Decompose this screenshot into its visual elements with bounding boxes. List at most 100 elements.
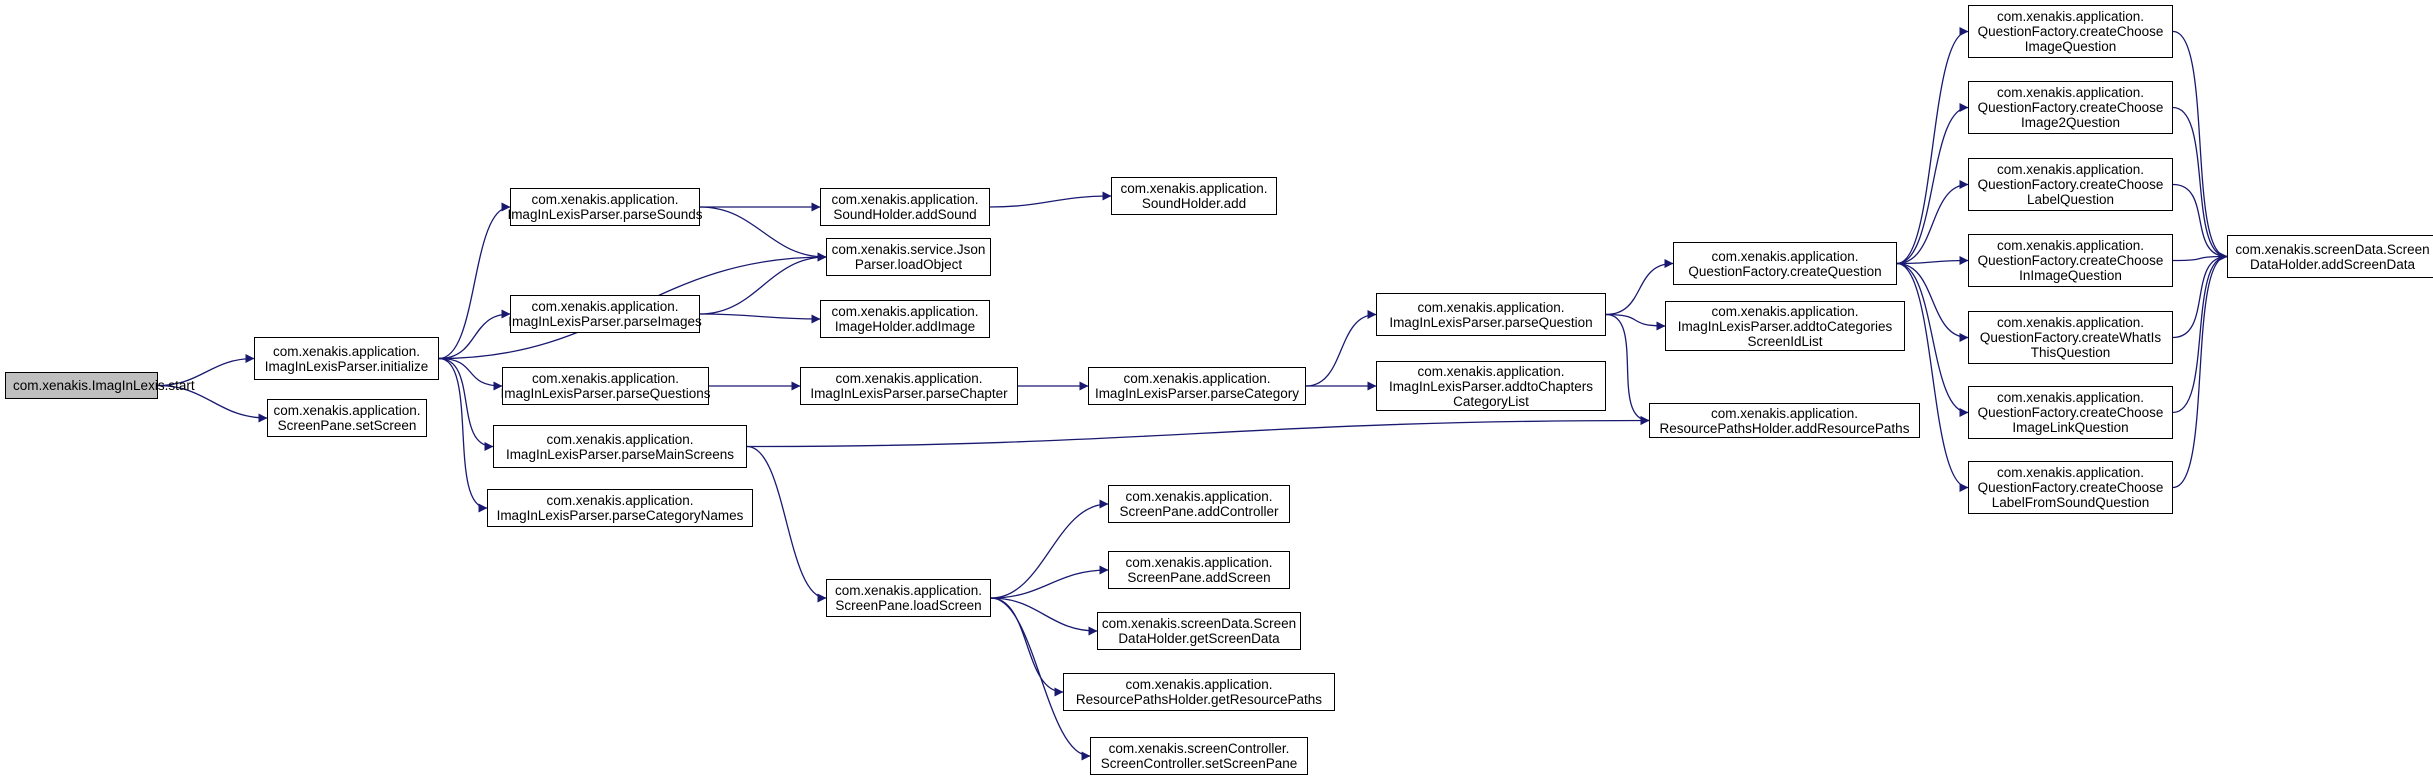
node-pquestion[interactable]: com.xenakis.application.ImagInLexisParse… — [1376, 293, 1606, 336]
node-label-line: com.xenakis.screenData.Screen — [2235, 241, 2430, 257]
edge-cclfs-to-addscreendata — [2172, 252, 2228, 489]
node-label-line: com.xenakis.screenData.Screen — [1101, 616, 1297, 631]
edge-root-to-setscreen — [157, 384, 268, 423]
node-label-line: com.xenakis.application. — [1120, 181, 1268, 196]
node-label-line: QuestionFactory.createChoose — [1977, 253, 2164, 268]
node-label-line: com.xenakis.application. — [531, 192, 679, 207]
node-addscreen[interactable]: com.xenakis.application.ScreenPane.addSc… — [1108, 551, 1290, 589]
node-label-line: com.xenakis.application. — [1711, 248, 1859, 264]
node-label-line: ImagInLexisParser.parseChapter — [810, 386, 1008, 401]
node-addrespaths[interactable]: com.xenakis.application.ResourcePathsHol… — [1649, 403, 1920, 438]
node-label-line: ImagInLexisParser.parseMainScreens — [505, 446, 735, 462]
node-pcatnames[interactable]: com.xenakis.application.ImagInLexisParse… — [487, 489, 753, 527]
edge-pquestion-to-addrespaths — [1605, 313, 1650, 425]
edge-ccl-to-addscreendata — [2172, 183, 2228, 261]
node-label-line: ImageQuestion — [2024, 39, 2117, 54]
node-root[interactable]: com.xenakis.ImagInLexis.start — [5, 372, 195, 399]
node-label-line: com.xenakis.service.Json — [831, 242, 986, 257]
node-label-line: ImagInLexisParser.parseCategory — [1094, 386, 1300, 401]
node-label-line: ImagInLexisParser.initialize — [264, 358, 429, 374]
edge-pimages-to-addimage — [699, 313, 821, 324]
node-pchapter[interactable]: com.xenakis.application.ImagInLexisParse… — [800, 367, 1018, 405]
node-addimage[interactable]: com.xenakis.application.ImageHolder.addI… — [820, 300, 990, 338]
node-loadscreen[interactable]: com.xenakis.application.ScreenPane.loadS… — [826, 579, 991, 617]
node-label-line: com.xenakis.application. — [1996, 9, 2145, 24]
node-label-line: ScreenController.setScreenPane — [1100, 756, 1298, 771]
edge-ccii-to-addscreendata — [2172, 252, 2228, 262]
node-label-line: ScreenPane.addScreen — [1127, 570, 1271, 585]
node-label-line: QuestionFactory.createWhatIs — [1979, 330, 2162, 345]
node-ccl[interactable]: com.xenakis.application.QuestionFactory.… — [1968, 158, 2173, 211]
edge-loadscreen-to-addcontroller — [990, 499, 1109, 599]
node-label-line: com.xenakis.application. — [1711, 303, 1859, 319]
node-label-line: QuestionFactory.createChoose — [1977, 405, 2164, 420]
node-addsound[interactable]: com.xenakis.application.SoundHolder.addS… — [820, 188, 990, 226]
edge-pcategory-to-pquestion — [1305, 310, 1377, 387]
node-label-line: ScreenPane.setScreen — [277, 418, 417, 433]
node-setscreen[interactable]: com.xenakis.application.ScreenPane.setSc… — [267, 399, 427, 437]
edge-pquestion-to-addtocategories — [1605, 313, 1666, 331]
edge-pmain-to-loadscreen — [746, 445, 827, 603]
node-label-line: CategoryList — [1453, 393, 1529, 409]
node-label-line: com.xenakis.application. — [1996, 390, 2145, 405]
node-label-line: com.xenakis.application. — [1125, 489, 1273, 504]
node-cwit[interactable]: com.xenakis.application.QuestionFactory.… — [1968, 311, 2173, 364]
node-pimages[interactable]: com.xenakis.application.ImagInLexisParse… — [508, 295, 702, 333]
node-soundadd[interactable]: com.xenakis.application.SoundHolder.add — [1111, 177, 1277, 215]
node-label-line: com.xenakis.application. — [546, 493, 694, 508]
edge-init-to-psounds — [438, 202, 511, 360]
node-label-line: QuestionFactory.createChoose — [1977, 177, 2164, 192]
node-createq[interactable]: com.xenakis.application.QuestionFactory.… — [1673, 242, 1897, 285]
node-label-line: com.xenakis.application. — [1125, 555, 1273, 570]
edge-ccil-to-addscreendata — [2172, 252, 2228, 414]
edge-loadscreen-to-getscreendata — [990, 597, 1098, 636]
node-label-line: QuestionFactory.createQuestion — [1688, 263, 1882, 279]
node-init[interactable]: com.xenakis.application.ImagInLexisParse… — [254, 337, 439, 380]
node-label-line: ImagInLexisParser.parseQuestions — [500, 386, 711, 401]
edge-init-to-pcatnames — [438, 357, 488, 513]
edge-cci2-to-addscreendata — [2172, 106, 2228, 261]
node-label-line: com.xenakis.application. — [1996, 465, 2145, 480]
edge-addsound-to-soundadd — [989, 191, 1112, 208]
node-pquestions[interactable]: com.xenakis.application.ImagInLexisParse… — [500, 367, 711, 405]
node-addtochapters[interactable]: com.xenakis.application.ImagInLexisParse… — [1376, 361, 1606, 411]
node-psounds[interactable]: com.xenakis.application.ImagInLexisParse… — [507, 188, 703, 226]
node-pcategory[interactable]: com.xenakis.application.ImagInLexisParse… — [1088, 367, 1306, 405]
node-label-line: Parser.loadObject — [854, 257, 963, 272]
node-label-line: LabelFromSoundQuestion — [1991, 495, 2150, 510]
edge-init-to-pmain — [438, 357, 494, 451]
node-label-line: ScreenIdList — [1747, 333, 1823, 349]
node-ccii[interactable]: com.xenakis.application.QuestionFactory.… — [1968, 234, 2173, 287]
node-label-line: ImagInLexisParser.addtoChapters — [1388, 378, 1594, 394]
edge-cwit-to-addscreendata — [2172, 252, 2228, 339]
node-label-line: QuestionFactory.createChoose — [1977, 24, 2164, 39]
node-cci2[interactable]: com.xenakis.application.QuestionFactory.… — [1968, 81, 2173, 134]
node-label-line: com.xenakis.application. — [1417, 363, 1565, 379]
node-label-line: DataHolder.getScreenData — [1118, 631, 1280, 646]
node-cclfs[interactable]: com.xenakis.application.QuestionFactory.… — [1968, 461, 2173, 514]
node-label-line: DataHolder.addScreenData — [2249, 256, 2416, 272]
node-addcontroller[interactable]: com.xenakis.application.ScreenPane.addCo… — [1108, 485, 1290, 523]
edge-cci-to-addscreendata — [2172, 30, 2228, 261]
node-ccil[interactable]: com.xenakis.application.QuestionFactory.… — [1968, 386, 2173, 439]
node-label-line: com.xenakis.application. — [531, 371, 680, 386]
node-label-line: ImagInLexisParser.parseSounds — [507, 207, 703, 222]
node-label-line: com.xenakis.application. — [1996, 238, 2145, 253]
node-label-line: ImageHolder.addImage — [834, 319, 976, 334]
node-label-line: com.xenakis.application. — [1123, 371, 1271, 386]
edge-createq-to-cwit — [1896, 262, 1969, 342]
node-label-line: com.xenakis.application. — [546, 431, 694, 447]
node-addtocategories[interactable]: com.xenakis.application.ImagInLexisParse… — [1665, 301, 1905, 351]
edge-createq-to-ccl — [1896, 180, 1969, 265]
node-getrespaths[interactable]: com.xenakis.application.ResourcePathsHol… — [1063, 673, 1335, 711]
node-label-line: com.xenakis.application. — [831, 192, 979, 207]
node-pmain[interactable]: com.xenakis.application.ImagInLexisParse… — [493, 425, 747, 468]
node-label-line: ResourcePathsHolder.addResourcePaths — [1659, 420, 1910, 436]
node-cci[interactable]: com.xenakis.application.QuestionFactory.… — [1968, 5, 2173, 58]
node-setscreenpane[interactable]: com.xenakis.screenController.ScreenContr… — [1090, 737, 1308, 775]
